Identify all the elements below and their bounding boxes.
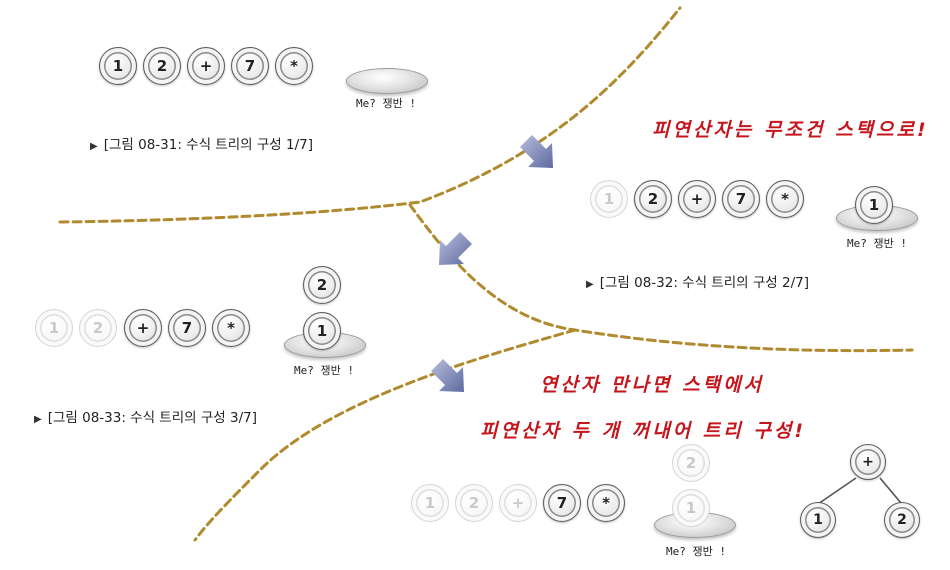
token-plus: + bbox=[678, 180, 716, 218]
token-1: 1 bbox=[99, 47, 137, 85]
token-1: 1 bbox=[411, 484, 449, 522]
divider-line-2 bbox=[408, 203, 914, 353]
arrow-icons bbox=[431, 135, 553, 392]
note-operand-to-stack: 피연산자는 무조건 스택으로! bbox=[652, 119, 929, 141]
token-multiply: * bbox=[275, 47, 313, 85]
token-2: 2 bbox=[79, 309, 117, 347]
stack-token-1: 1 bbox=[303, 312, 341, 350]
plate-label: Me? 쟁반 ! bbox=[666, 545, 726, 558]
plate-label: Me? 쟁반 ! bbox=[847, 237, 907, 250]
divider-line-3 bbox=[193, 328, 577, 542]
tree-edges bbox=[817, 477, 902, 505]
plate-label: Me? 쟁반 ! bbox=[356, 97, 416, 110]
token-plus: + bbox=[499, 484, 537, 522]
figure-caption: ▶[그림 08-31: 수식 트리의 구성 1/7] bbox=[90, 137, 313, 153]
arrow-icon-3 bbox=[431, 359, 464, 392]
token-7: 7 bbox=[543, 484, 581, 522]
note-build-tree: 피연산자 두 개 꺼내어 트리 구성! bbox=[480, 420, 806, 442]
token-plus: + bbox=[187, 47, 225, 85]
token-2: 2 bbox=[634, 180, 672, 218]
token-7: 7 bbox=[168, 309, 206, 347]
tree-root-node: + bbox=[850, 444, 886, 480]
tree-left-node: 1 bbox=[800, 502, 836, 538]
token-multiply: * bbox=[766, 180, 804, 218]
token-2: 2 bbox=[455, 484, 493, 522]
tree-right-node: 2 bbox=[884, 502, 920, 538]
token-2: 2 bbox=[143, 47, 181, 85]
stack-token-2: 2 bbox=[303, 266, 341, 304]
token-multiply: * bbox=[587, 484, 625, 522]
triangle-bullet-icon: ▶ bbox=[34, 414, 42, 425]
token-7: 7 bbox=[231, 47, 269, 85]
stack-token-2: 2 bbox=[672, 444, 710, 482]
stack-plate bbox=[346, 68, 428, 94]
token-1: 1 bbox=[590, 180, 628, 218]
token-multiply: * bbox=[212, 309, 250, 347]
token-plus: + bbox=[124, 309, 162, 347]
token-7: 7 bbox=[722, 180, 760, 218]
figure-caption: ▶[그림 08-33: 수식 트리의 구성 3/7] bbox=[34, 410, 257, 426]
token-1: 1 bbox=[35, 309, 73, 347]
arrow-icon-2 bbox=[439, 232, 472, 265]
triangle-bullet-icon: ▶ bbox=[586, 279, 594, 290]
plate-label: Me? 쟁반 ! bbox=[294, 364, 354, 377]
note-operator-pop: 연산자 만나면 스택에서 bbox=[540, 374, 765, 396]
triangle-bullet-icon: ▶ bbox=[90, 141, 98, 152]
arrow-icon-1 bbox=[520, 135, 553, 168]
stack-token-1: 1 bbox=[672, 489, 710, 527]
figure-caption: ▶[그림 08-32: 수식 트리의 구성 2/7] bbox=[586, 275, 809, 291]
divider-line-1 bbox=[58, 6, 682, 224]
stack-token-1: 1 bbox=[855, 186, 893, 224]
